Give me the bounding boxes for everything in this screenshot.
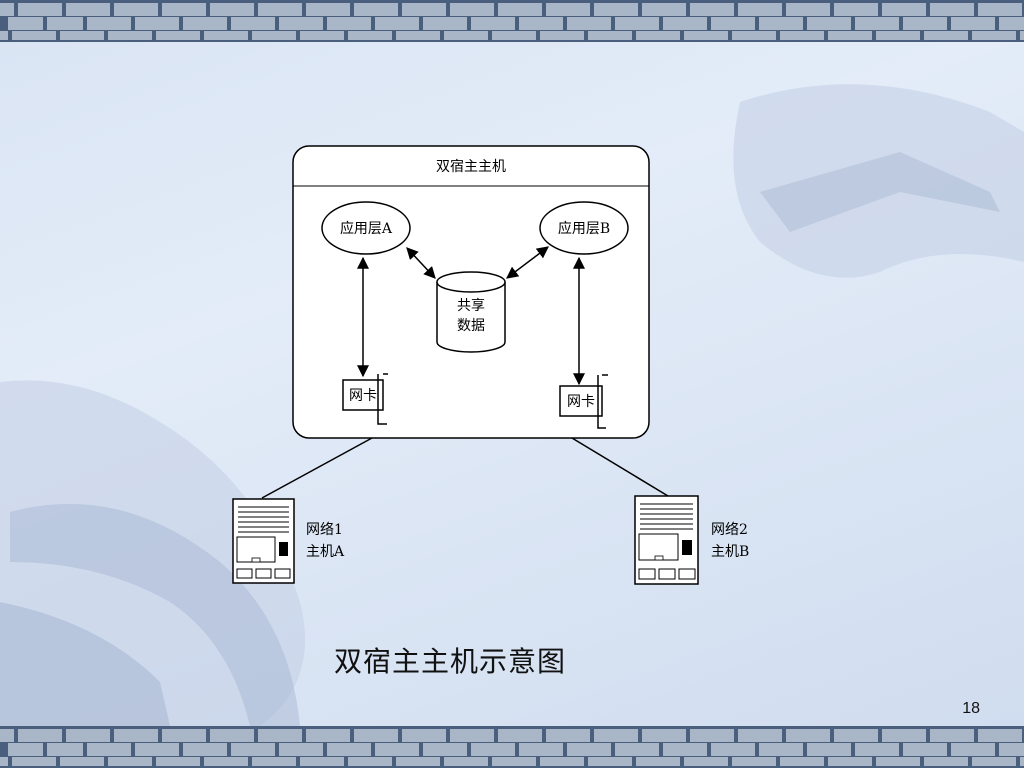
bottom-border-band	[0, 726, 1024, 768]
bottom-brick-pattern	[0, 729, 1024, 766]
app-layer-a-label: 应用层A	[340, 220, 393, 237]
link-to-host-b	[571, 437, 669, 497]
nic-left: 网卡	[342, 373, 388, 425]
app-layer-b-label: 应用层B	[558, 220, 610, 237]
diagram-caption: 双宿主主机示意图	[333, 645, 566, 678]
shared-data-label-line2: 数据	[457, 318, 485, 334]
nic-right-label: 网卡	[567, 394, 595, 410]
arrow-app-a-to-shared-data	[406, 247, 436, 279]
arrow-app-b-to-shared-data	[506, 246, 549, 279]
host-a-network-label: 网络1	[306, 522, 343, 538]
top-brick-pattern	[0, 3, 1024, 40]
app-layer-b-node: 应用层B	[539, 201, 629, 255]
link-to-host-a	[261, 437, 373, 499]
host-a-computer-icon	[232, 498, 295, 584]
host-a-name-label: 主机A	[306, 544, 345, 560]
nic-left-label: 网卡	[349, 388, 377, 404]
host-b-computer-icon	[634, 495, 699, 585]
shared-data-label-line1: 共享	[457, 297, 485, 314]
host-b-name-label: 主机B	[711, 544, 749, 560]
top-border-band	[0, 0, 1024, 42]
app-layer-a-node: 应用层A	[321, 201, 411, 255]
background-wall-decoration	[0, 84, 1024, 726]
page-number: 18	[962, 700, 980, 717]
host-b-network-label: 网络2	[711, 522, 748, 538]
host-box-title: 双宿主主机	[436, 158, 506, 175]
nic-right: 网卡	[559, 374, 608, 429]
shared-data-cylinder: 共享 数据	[436, 271, 506, 353]
